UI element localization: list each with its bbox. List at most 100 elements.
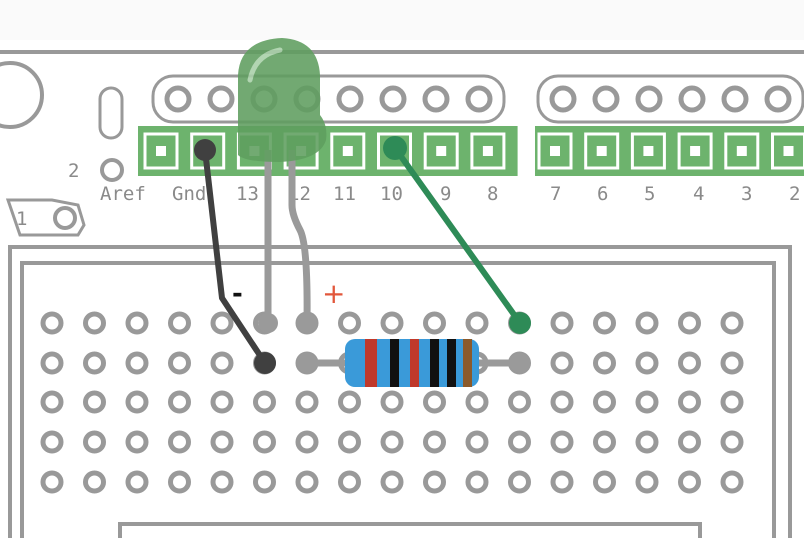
breadboard-hole[interactable] [635, 351, 659, 375]
breadboard-hole[interactable] [635, 311, 659, 335]
header-pin-hole [482, 146, 493, 156]
breadboard-hole[interactable] [253, 470, 276, 494]
breadboard-hole[interactable] [550, 470, 574, 494]
breadboard-hole[interactable] [338, 470, 361, 494]
breadboard-hole[interactable] [423, 311, 446, 335]
breadboard-hole[interactable] [465, 390, 489, 414]
breadboard-hole[interactable] [508, 390, 531, 414]
led-leg-end [258, 313, 278, 333]
header-pin[interactable] [143, 132, 179, 170]
breadboard-hole[interactable] [635, 470, 659, 494]
breadboard-hole[interactable] [125, 470, 149, 494]
breadboard-hole[interactable] [40, 311, 64, 335]
breadboard-hole[interactable] [678, 311, 701, 335]
breadboard-hole[interactable] [125, 390, 149, 414]
breadboard-hole[interactable] [380, 311, 404, 335]
breadboard-hole[interactable] [40, 390, 64, 414]
header-hole [207, 85, 235, 113]
breadboard-hole[interactable] [720, 390, 744, 414]
breadboard-hole[interactable] [678, 430, 701, 454]
breadboard-hole[interactable] [593, 430, 616, 454]
breadboard-hole[interactable] [593, 351, 616, 375]
breadboard-hole[interactable] [168, 470, 191, 494]
header-pin-hole [342, 146, 353, 156]
green-wire[interactable] [392, 145, 523, 326]
pin-label: 3 [741, 183, 752, 205]
breadboard-hole[interactable] [168, 430, 191, 454]
breadboard-hole[interactable] [593, 470, 616, 494]
black-wire-end[interactable] [254, 352, 276, 374]
breadboard-hole[interactable] [678, 470, 701, 494]
breadboard-hole[interactable] [83, 351, 106, 375]
label-2: 2 [68, 160, 79, 182]
green-wire-end[interactable] [509, 312, 531, 334]
breadboard-hole[interactable] [295, 390, 319, 414]
breadboard-hole[interactable] [40, 470, 64, 494]
header-pin[interactable] [771, 132, 804, 170]
breadboard-hole[interactable] [210, 470, 234, 494]
breadboard-hole[interactable] [125, 351, 149, 375]
breadboard-hole[interactable] [550, 311, 574, 335]
header-pin[interactable] [630, 132, 666, 170]
breadboard-hole[interactable] [508, 470, 531, 494]
breadboard-hole[interactable] [295, 470, 319, 494]
breadboard-hole[interactable] [423, 430, 446, 454]
black-wire[interactable] [202, 147, 268, 366]
breadboard-hole[interactable] [465, 470, 489, 494]
breadboard-hole[interactable] [83, 311, 106, 335]
breadboard-hole[interactable] [720, 311, 744, 335]
breadboard-hole[interactable] [678, 390, 701, 414]
breadboard-hole[interactable] [168, 351, 191, 375]
breadboard-hole[interactable] [380, 390, 404, 414]
green-wire-end[interactable] [383, 136, 407, 160]
breadboard-hole[interactable] [210, 351, 234, 375]
breadboard-hole[interactable] [593, 390, 616, 414]
breadboard-hole[interactable] [465, 430, 489, 454]
header-pin[interactable] [470, 132, 506, 170]
header-pin[interactable] [537, 132, 573, 170]
header-pin[interactable] [584, 132, 620, 170]
breadboard-hole[interactable] [720, 470, 744, 494]
header-pin[interactable] [724, 132, 760, 170]
breadboard-hole[interactable] [210, 390, 234, 414]
breadboard-hole[interactable] [550, 390, 574, 414]
breadboard-hole[interactable] [168, 390, 191, 414]
breadboard-hole[interactable] [338, 311, 361, 335]
breadboard-hole[interactable] [253, 430, 276, 454]
breadboard-hole[interactable] [210, 311, 234, 335]
breadboard-hole[interactable] [83, 470, 106, 494]
breadboard-hole[interactable] [720, 430, 744, 454]
breadboard-hole[interactable] [508, 430, 531, 454]
header-pin[interactable] [330, 132, 366, 170]
breadboard-hole[interactable] [720, 351, 744, 375]
breadboard-hole[interactable] [593, 311, 616, 335]
breadboard-hole[interactable] [380, 470, 404, 494]
breadboard-hole[interactable] [338, 430, 361, 454]
header-pin[interactable] [423, 132, 459, 170]
breadboard-hole[interactable] [125, 430, 149, 454]
breadboard-hole[interactable] [380, 430, 404, 454]
breadboard-hole[interactable] [40, 351, 64, 375]
breadboard-hole[interactable] [635, 390, 659, 414]
header-hole [635, 85, 663, 113]
breadboard-hole[interactable] [465, 311, 489, 335]
breadboard-hole[interactable] [168, 311, 191, 335]
led[interactable] [238, 38, 327, 162]
breadboard-hole[interactable] [550, 430, 574, 454]
breadboard-hole[interactable] [550, 351, 574, 375]
breadboard-hole[interactable] [83, 390, 106, 414]
header-pin[interactable] [377, 132, 412, 170]
breadboard-hole[interactable] [125, 311, 149, 335]
breadboard-hole[interactable] [210, 430, 234, 454]
breadboard-hole[interactable] [295, 430, 319, 454]
breadboard-hole[interactable] [635, 430, 659, 454]
breadboard-hole[interactable] [678, 351, 701, 375]
breadboard-hole[interactable] [423, 390, 446, 414]
breadboard-hole[interactable] [338, 390, 361, 414]
header-pin[interactable] [677, 132, 713, 170]
breadboard-hole[interactable] [423, 470, 446, 494]
breadboard-hole[interactable] [40, 430, 64, 454]
breadboard-hole[interactable] [83, 430, 106, 454]
breadboard-hole[interactable] [253, 390, 276, 414]
black-wire-end[interactable] [194, 139, 216, 161]
